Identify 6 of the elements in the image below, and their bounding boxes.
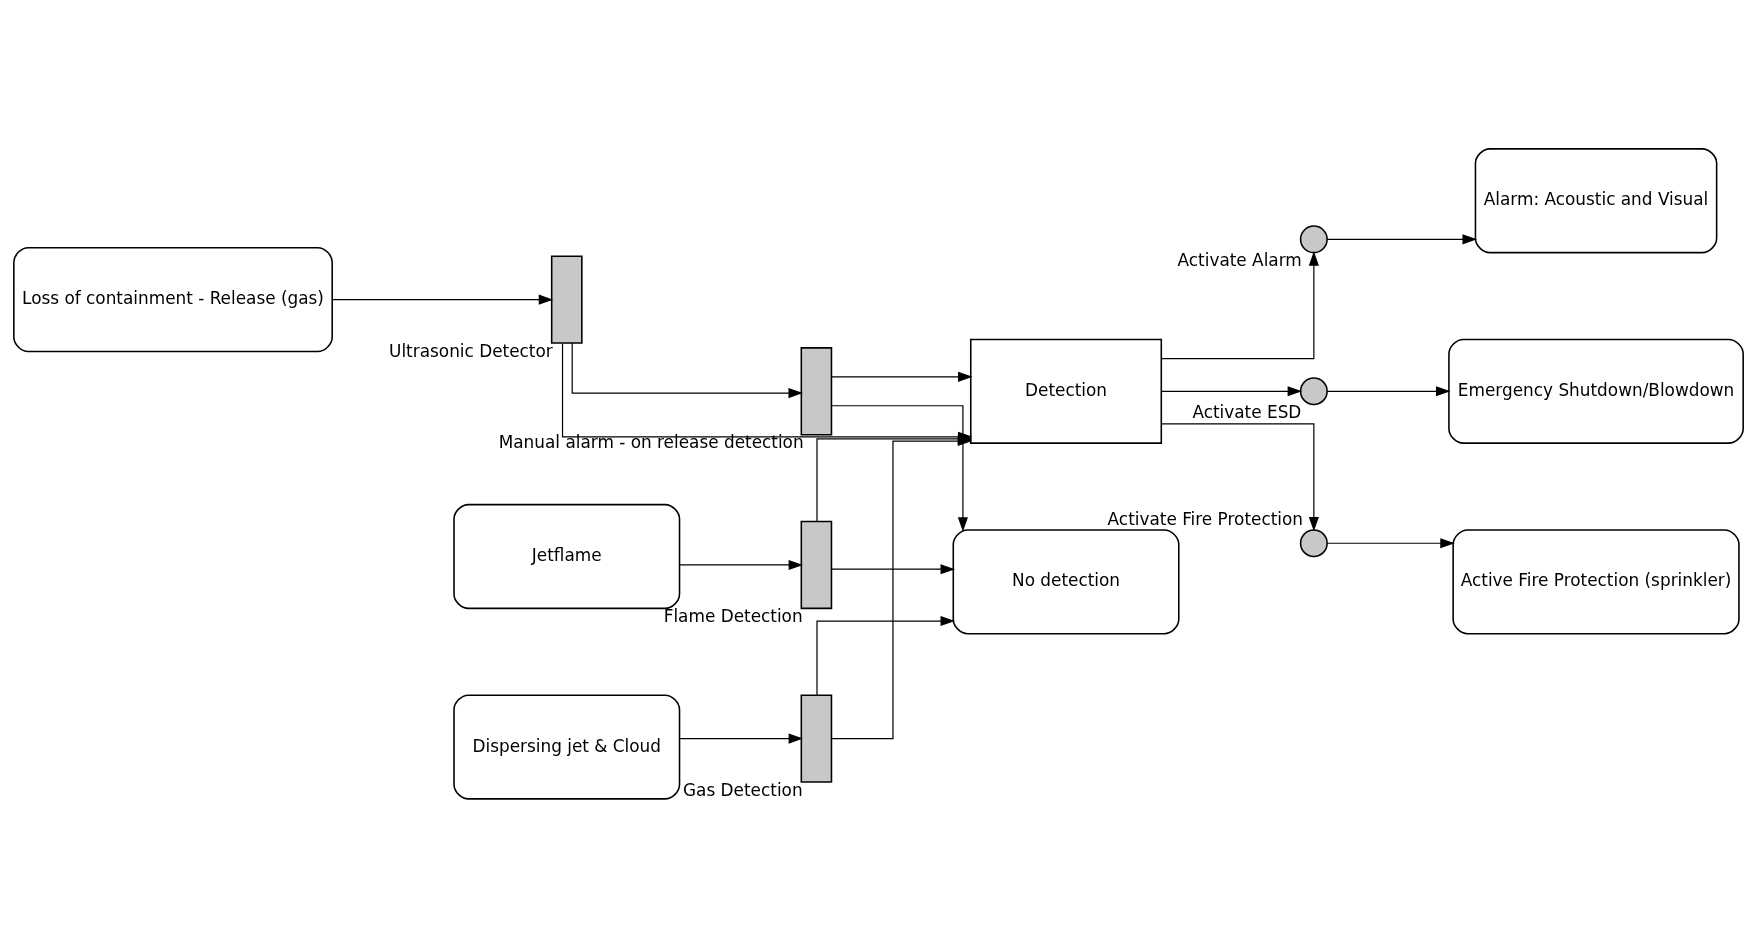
- node-label: Manual alarm - on release detection: [498, 431, 804, 452]
- node-label: Activate Fire Protection: [1107, 508, 1303, 529]
- node-label: Gas Detection: [682, 779, 803, 800]
- node-label: Activate Alarm: [1177, 249, 1302, 270]
- node-label: Activate ESD: [1191, 401, 1301, 422]
- node-label: Ultrasonic Detector: [388, 340, 553, 361]
